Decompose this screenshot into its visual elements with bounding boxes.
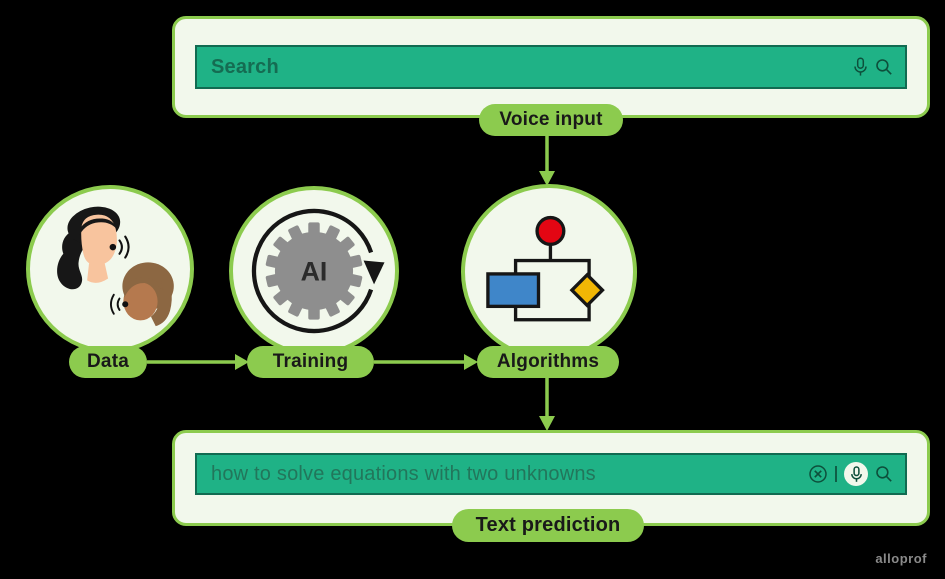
flowchart-start-circle bbox=[535, 215, 566, 246]
person-adult bbox=[57, 206, 130, 290]
text-prediction-panel: how to solve equations with two unknowns bbox=[172, 430, 930, 526]
gear-icon bbox=[265, 222, 363, 320]
magnifier-icon[interactable] bbox=[875, 58, 893, 76]
loop-arrowhead bbox=[363, 260, 385, 285]
gear-ai-label: AI bbox=[301, 257, 328, 287]
person-child bbox=[110, 262, 174, 327]
training-label: Training bbox=[247, 346, 374, 378]
data-label: Data bbox=[69, 346, 147, 378]
voice-input-label: Voice input bbox=[479, 104, 623, 136]
divider bbox=[835, 466, 837, 482]
voice-search-input[interactable]: Search bbox=[195, 45, 907, 89]
algorithms-node-circle bbox=[461, 184, 637, 360]
flowchart-decision-diamond bbox=[569, 272, 605, 308]
flowchart-process-rect bbox=[486, 272, 541, 309]
microphone-icon[interactable] bbox=[844, 462, 868, 486]
magnifier-icon[interactable] bbox=[875, 465, 893, 483]
loop-arrow bbox=[251, 208, 374, 334]
clear-icon[interactable] bbox=[808, 464, 828, 484]
search-query-text: how to solve equations with two unknowns bbox=[211, 462, 596, 485]
microphone-icon[interactable] bbox=[853, 57, 868, 77]
data-node-circle bbox=[26, 185, 194, 353]
voice-input-panel: Search bbox=[172, 16, 930, 118]
search-placeholder: Search bbox=[211, 55, 279, 78]
training-node-circle: AI bbox=[229, 186, 399, 356]
talking-people-icon bbox=[57, 206, 174, 327]
algorithms-label: Algorithms bbox=[477, 346, 619, 378]
flowchart-icon bbox=[486, 215, 605, 322]
text-search-input[interactable]: how to solve equations with two unknowns bbox=[195, 453, 907, 495]
ai-gear-loop-icon: AI bbox=[251, 208, 385, 334]
alloprof-logo: alloprof bbox=[875, 551, 927, 566]
text-prediction-label: Text prediction bbox=[452, 509, 644, 542]
